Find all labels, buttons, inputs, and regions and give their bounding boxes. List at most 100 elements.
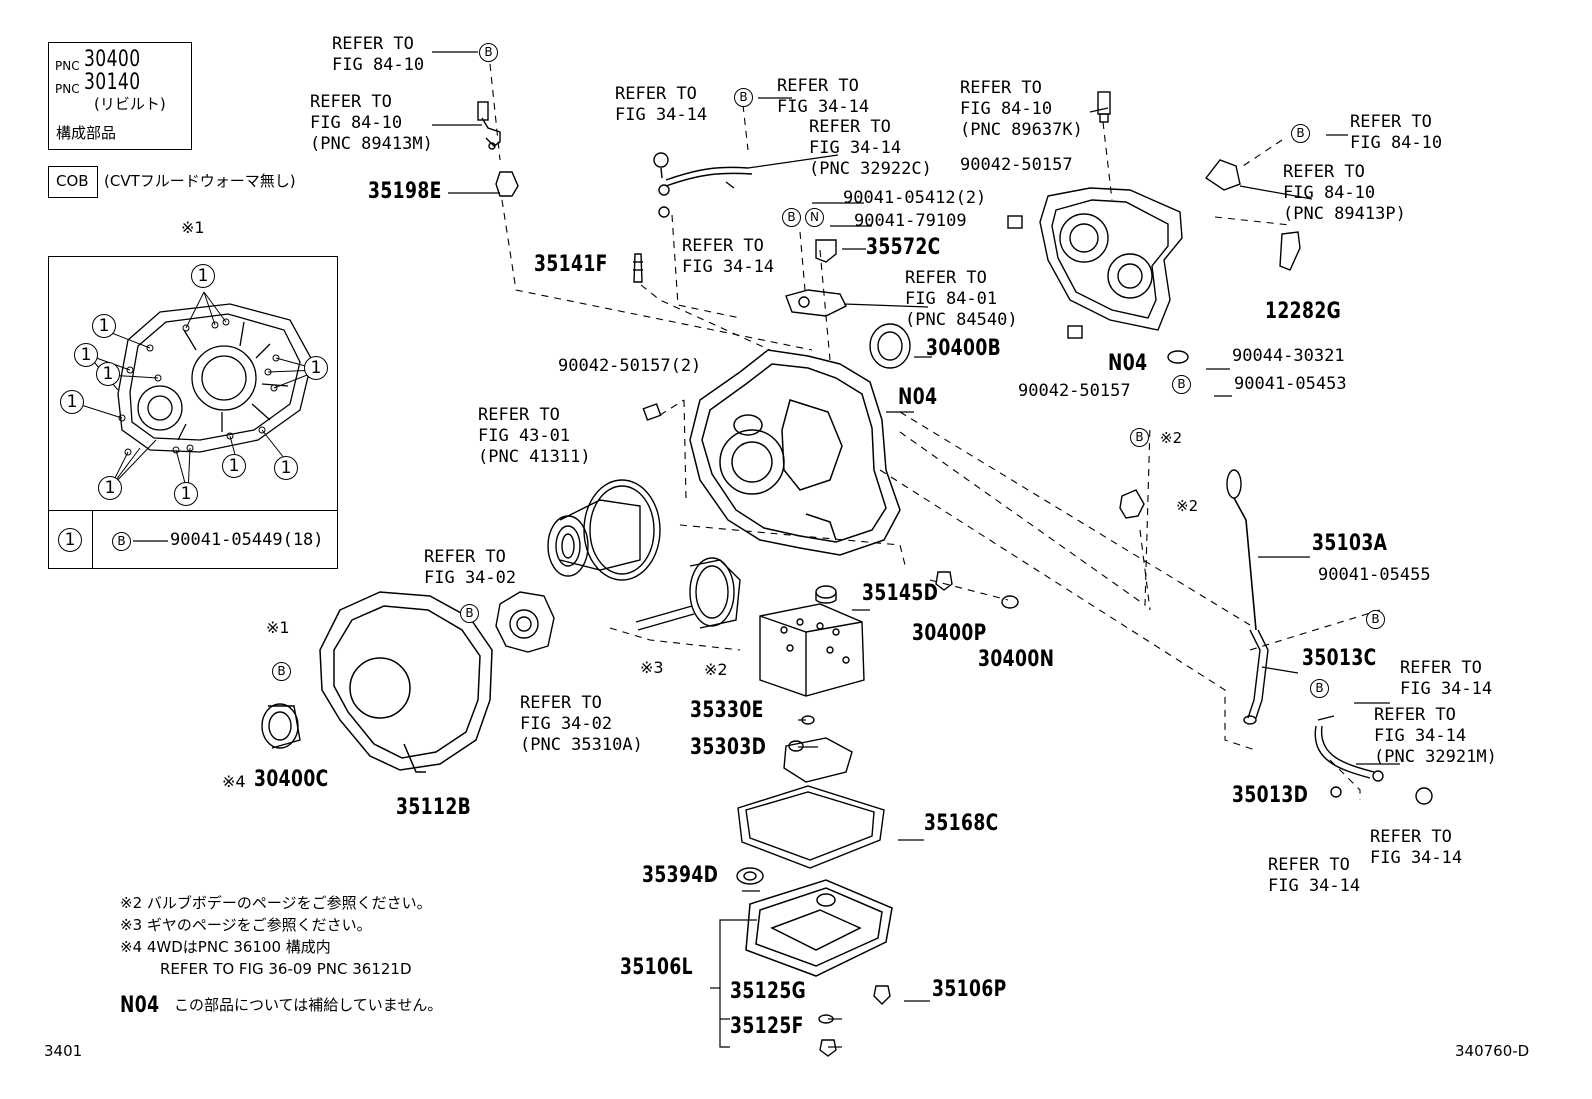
- mark3: ※3: [640, 658, 664, 677]
- sensor-89413P: [1204, 159, 1241, 191]
- part-30400B: 30400B: [926, 336, 1002, 361]
- part-30400P: 30400P: [912, 621, 987, 646]
- label-refer-34-14-d: REFER TO FIG 34-14: [682, 236, 775, 277]
- plug-30400N: [1001, 595, 1019, 609]
- mark4: ※4: [222, 772, 246, 791]
- pnc-header-box: [48, 42, 192, 150]
- label-refer-84-01: REFER TO FIG 84-01 (PNC 84540): [905, 268, 1018, 330]
- b-marker-5: B: [1172, 375, 1191, 394]
- pin-90042-50157-top: [1007, 215, 1023, 229]
- gasket-35125G: [818, 1014, 834, 1024]
- pnc-prefix-1: PNC: [55, 59, 80, 73]
- label-refer-34-14-h: REFER TO FIG 34-14: [1268, 855, 1361, 896]
- oil-cooler-tube-32922C: [653, 152, 753, 218]
- washer-90044-30321: [1167, 350, 1189, 364]
- bracket-35198E: [495, 171, 519, 197]
- oil-pan-35106L: [745, 879, 893, 977]
- plug-35125F: [819, 1039, 837, 1057]
- pin-90042-50157-2: [642, 403, 662, 421]
- label-refer-84-10-89413P: REFER TO FIG 84-10 (PNC 89413P): [1283, 162, 1406, 224]
- pin-90042-50157-low: [1067, 325, 1083, 339]
- label-refer-84-10-a: REFER TO FIG 84-10: [332, 34, 425, 75]
- speed-sensor-89413M: [477, 101, 501, 150]
- part-35572C: 35572C: [866, 235, 941, 260]
- inset-legend-b-marker: B: [112, 532, 131, 551]
- b-marker-7: B: [460, 604, 479, 623]
- label-refer-84-10-89413M: REFER TO FIG 84-10 (PNC 89413M): [310, 92, 433, 154]
- label-refer-84-10-d: REFER TO FIG 84-10: [1350, 112, 1443, 153]
- bracket-12282G: [1279, 231, 1301, 271]
- mark2-a: ※2: [1160, 429, 1183, 447]
- part-35112B: 35112B: [396, 795, 472, 820]
- part-35330E: 35330E: [690, 698, 764, 723]
- b-marker-8: B: [1366, 610, 1385, 629]
- part-35198E: 35198E: [368, 179, 442, 204]
- note-mark4-refer: REFER TO FIG 36-09 PNC 36121D: [160, 960, 412, 978]
- inset-callout-r1: 1: [304, 356, 328, 380]
- note-mark3: ※3 ギヤのページをご参照ください。: [120, 916, 372, 934]
- inset-callout-b1: 1: [98, 476, 122, 500]
- b-marker-9: B: [272, 662, 291, 681]
- pnc-30140: 30140: [84, 70, 141, 95]
- b-marker-10: B: [1310, 679, 1329, 698]
- inset-callout-b3: 1: [222, 454, 246, 478]
- inset-legend-part: 90041-05449(18): [170, 530, 324, 550]
- washer-35394D: [736, 867, 764, 885]
- cob-code: COB: [56, 172, 89, 190]
- figure-id: 340760-D: [1455, 1042, 1530, 1060]
- part-90044-30321: 90044-30321: [1232, 346, 1345, 366]
- gasket-35330E: [801, 715, 815, 725]
- bolt-30400P: [935, 571, 953, 591]
- part-35013D: 35013D: [1232, 783, 1309, 808]
- pnc-30400: 30400: [84, 47, 141, 72]
- b-marker-2: B: [734, 88, 753, 107]
- label-refer-34-14-g: REFER TO FIG 34-14: [1370, 827, 1463, 868]
- part-90042-50157-2: 90042-50157(2): [558, 356, 702, 376]
- sensor-84540: [785, 289, 847, 317]
- part-N04-right: N04: [1108, 351, 1148, 376]
- oil-seal-30400B: [869, 323, 911, 369]
- differential-41311: [547, 479, 661, 581]
- part-30400N: 30400N: [978, 647, 1055, 672]
- breather-35141F: [633, 253, 643, 283]
- guide-tube-35013C: [1247, 629, 1269, 719]
- b-marker-1: B: [479, 43, 498, 62]
- part-35145D: 35145D: [862, 581, 939, 606]
- part-30400C: 30400C: [254, 767, 329, 792]
- input-shaft-gear: [635, 557, 741, 631]
- part-35303D: 35303D: [690, 735, 767, 760]
- leader-lines: [77, 51, 1400, 1048]
- inset-legend-callout: 1: [58, 528, 82, 552]
- label-refer-34-02-35310A: REFER TO FIG 34-02 (PNC 35310A): [520, 693, 643, 755]
- note-n04-code: N04: [120, 993, 160, 1018]
- inset-box: [48, 256, 338, 569]
- part-90041-05453: 90041-05453: [1234, 374, 1347, 394]
- valve-body: [759, 603, 865, 697]
- part-35106L: 35106L: [620, 955, 693, 980]
- cob-box: [48, 166, 98, 198]
- inset-callout-b2: 1: [174, 482, 198, 506]
- label-refer-34-14-32922C: REFER TO FIG 34-14 (PNC 32922C): [809, 117, 932, 179]
- part-90042-50157-top: 90042-50157: [960, 155, 1073, 175]
- part-90041-05455: 90041-05455: [1318, 565, 1431, 585]
- inset-callout-l1: 1: [92, 314, 116, 338]
- inset-callout-l3: 1: [96, 362, 120, 386]
- part-35013C: 35013C: [1302, 646, 1377, 671]
- label-refer-34-14-e: REFER TO FIG 34-14: [1400, 658, 1493, 699]
- dipstick-35103A: [1226, 469, 1257, 631]
- inset-callout-b4: 1: [274, 456, 298, 480]
- gasket-35168C: [737, 785, 885, 869]
- label-refer-84-10-89637K: REFER TO FIG 84-10 (PNC 89637K): [960, 78, 1083, 140]
- note-n04-text: この部品については補給していません。: [174, 996, 443, 1014]
- inset-divider: [48, 510, 338, 511]
- sensor-89637K: [1097, 91, 1111, 123]
- inset-callout-l4: 1: [60, 390, 84, 414]
- page-number: 3401: [44, 1042, 83, 1060]
- mark1-left: ※1: [266, 618, 290, 637]
- label-refer-43-01: REFER TO FIG 43-01 (PNC 41311): [478, 405, 591, 467]
- cob-description: (CVTフルードウォーマ無し): [104, 172, 296, 190]
- label-refer-34-14-32921M: REFER TO FIG 34-14 (PNC 32921M): [1374, 705, 1497, 767]
- mark2-b: ※2: [1176, 497, 1199, 515]
- part-35141F: 35141F: [534, 252, 608, 277]
